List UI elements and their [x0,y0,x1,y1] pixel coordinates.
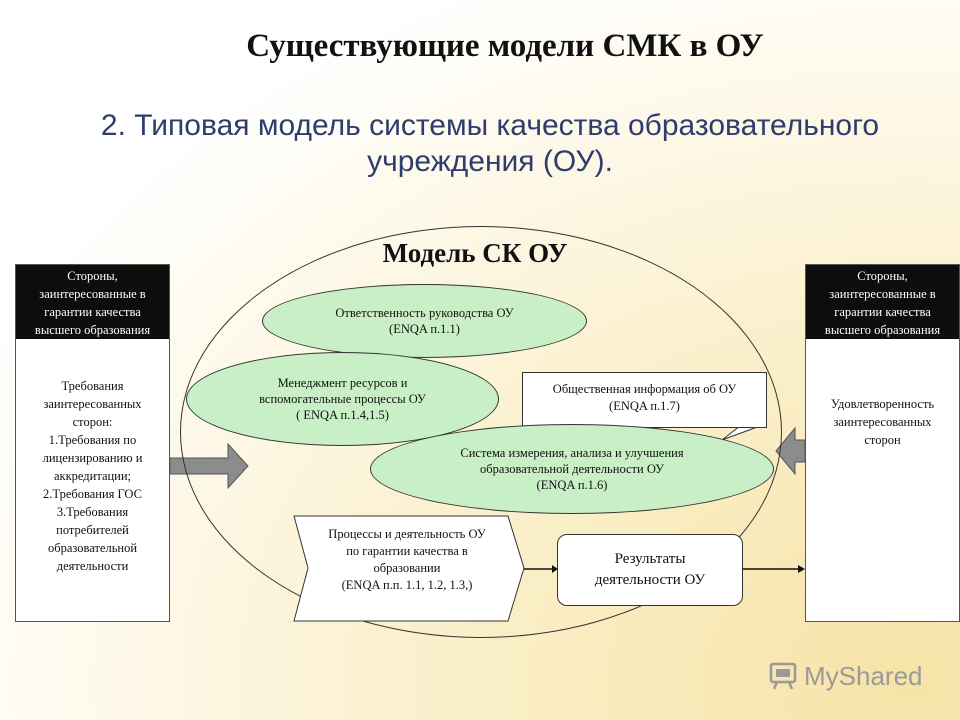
myshared-logo-icon [769,662,797,690]
stakeholders-header-left: Стороны, заинтересованные в гарантии кач… [16,265,169,339]
management-responsibility-oval: Ответственность руководства ОУ (ENQA п.1… [262,284,587,358]
watermark-text: MyShared [804,660,923,691]
model-ellipse [180,226,782,638]
watermark: MyShared [768,656,938,696]
requirements-text: Требования заинтересованных сторон: 1.Тр… [42,379,143,573]
resource-management-oval: Менеджмент ресурсов и вспомогательные пр… [186,352,499,446]
feedback-arrow [775,426,806,476]
satisfaction-text: Удовлетворенность заинтересованных сторо… [830,397,935,447]
public-info-box: Общественная информация об ОУ (ENQA п.1.… [522,372,767,428]
results-box: Результаты деятельности ОУ [557,534,743,606]
model-title: Модель СК ОУ [382,238,568,268]
stakeholders-header-right: Стороны, заинтересованные в гарантии кач… [806,265,959,339]
page-subtitle: 2. Типовая модель системы качества образ… [100,109,880,178]
page-title: Существующие модели СМК в ОУ [246,28,764,64]
stakeholders-box-right: Стороны, заинтересованные в гарантии кач… [805,264,960,622]
stakeholders-box-left: Стороны, заинтересованные в гарантии кач… [15,264,170,622]
processes-text: Процессы и деятельность ОУ по гарантии к… [328,527,486,592]
measurement-analysis-oval: Система измерения, анализа и улучшения о… [370,424,774,514]
